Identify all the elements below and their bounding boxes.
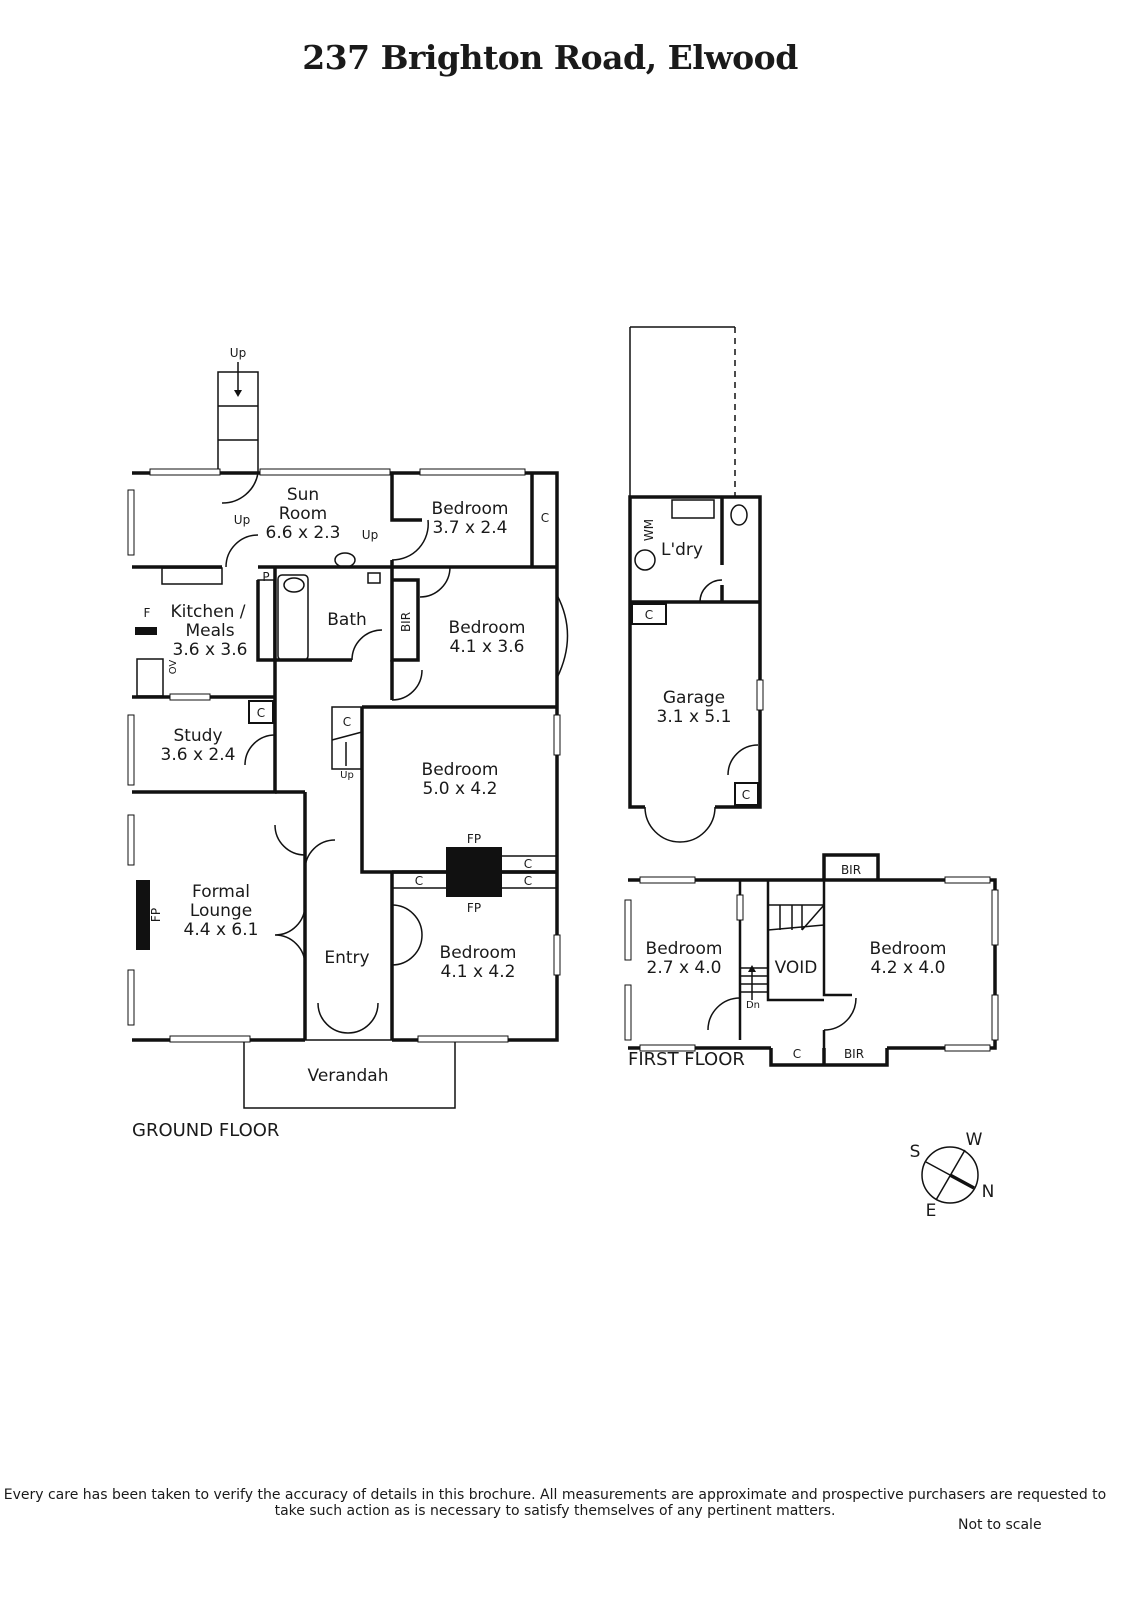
- lounge-size: 4.4 x 6.1: [184, 920, 259, 940]
- fireplace-label: FP: [467, 832, 481, 846]
- bedroom-size: 4.1 x 3.6: [450, 637, 525, 657]
- bedroom-size: 3.7 x 2.4: [433, 518, 508, 538]
- kitchen-name-1: Kitchen /: [170, 602, 245, 622]
- bath-name: Bath: [327, 610, 367, 630]
- lounge-name-1: Formal: [192, 882, 250, 902]
- closet-label: C: [343, 715, 351, 729]
- bedroom-size: 2.7 x 4.0: [647, 958, 722, 978]
- stairs-down-label: Dn: [746, 1000, 760, 1011]
- ground-floor-labels: Up Sun Room 6.6 x 2.3 Up Up Bedroom 3.7 …: [132, 346, 557, 1141]
- first-floor-label: FIRST FLOOR: [628, 1049, 745, 1070]
- bir-label: BIR: [844, 1047, 864, 1061]
- compass-east: E: [926, 1201, 937, 1221]
- entry-name: Entry: [324, 948, 369, 968]
- closet-label: C: [524, 857, 532, 871]
- not-to-scale-note: Not to scale: [958, 1517, 1042, 1533]
- bedroom-name: Bedroom: [422, 760, 499, 780]
- bedroom-name: Bedroom: [432, 499, 509, 519]
- up-label: Up: [340, 770, 354, 781]
- study-name: Study: [173, 726, 222, 746]
- closet-label: C: [415, 874, 423, 888]
- closet-label: C: [793, 1047, 801, 1061]
- kitchen-name-2: Meals: [185, 621, 234, 641]
- bedroom-name: Bedroom: [449, 618, 526, 638]
- bedroom-name: Bedroom: [440, 943, 517, 963]
- page-title: 237 Brighton Road, Elwood: [302, 38, 798, 77]
- study-size: 3.6 x 2.4: [161, 745, 236, 765]
- verandah-name: Verandah: [308, 1066, 389, 1086]
- ground-floor-label: GROUND FLOOR: [132, 1120, 279, 1141]
- oven-label: OV: [168, 660, 179, 675]
- sun-room-size: 6.6 x 2.3: [266, 523, 341, 543]
- garage-size: 3.1 x 5.1: [657, 707, 732, 727]
- bedroom-size: 4.2 x 4.0: [871, 958, 946, 978]
- outbuilding: WM L'dry C Garage 3.1 x 5.1 C: [628, 326, 764, 843]
- closet-label: C: [524, 874, 532, 888]
- lounge-name-2: Lounge: [190, 901, 252, 921]
- bedroom-name: Bedroom: [870, 939, 947, 959]
- bedroom-size: 4.1 x 4.2: [441, 962, 516, 982]
- up-label: Up: [362, 528, 378, 542]
- up-label: Up: [234, 513, 250, 527]
- sun-room-name-1: Sun: [287, 485, 319, 505]
- compass-icon: S W N E: [910, 1130, 995, 1221]
- first-floor: BIR Bedroom 2.7 x 4.0 VOID Bedroom 4.2 x…: [624, 853, 999, 1070]
- closet-label: C: [541, 511, 549, 525]
- bedroom-size: 5.0 x 4.2: [423, 779, 498, 799]
- closet-label: C: [257, 706, 265, 720]
- disclaimer: Every care has been taken to verify the …: [3, 1487, 1107, 1519]
- kitchen-size: 3.6 x 3.6: [173, 640, 248, 660]
- compass-north: N: [982, 1182, 995, 1202]
- closet-label: C: [645, 608, 653, 622]
- fridge-label: F: [144, 606, 151, 620]
- sun-room-name-2: Room: [279, 504, 327, 524]
- bir-label: BIR: [399, 612, 413, 632]
- void-label: VOID: [775, 958, 818, 978]
- fireplace-label: FP: [467, 901, 481, 915]
- closet-label: C: [742, 788, 750, 802]
- garage-name: Garage: [663, 688, 725, 708]
- ground-floor-walls: [127, 362, 569, 1109]
- washing-machine-label: WM: [642, 519, 656, 541]
- laundry-name: L'dry: [661, 540, 703, 560]
- fireplace-label: FP: [149, 908, 163, 922]
- pantry-label: P: [262, 570, 269, 584]
- bir-label: BIR: [841, 863, 861, 877]
- bedroom-name: Bedroom: [646, 939, 723, 959]
- stairs-up-label: Up: [230, 346, 246, 360]
- compass-south: S: [910, 1142, 921, 1162]
- compass-west: W: [966, 1130, 983, 1150]
